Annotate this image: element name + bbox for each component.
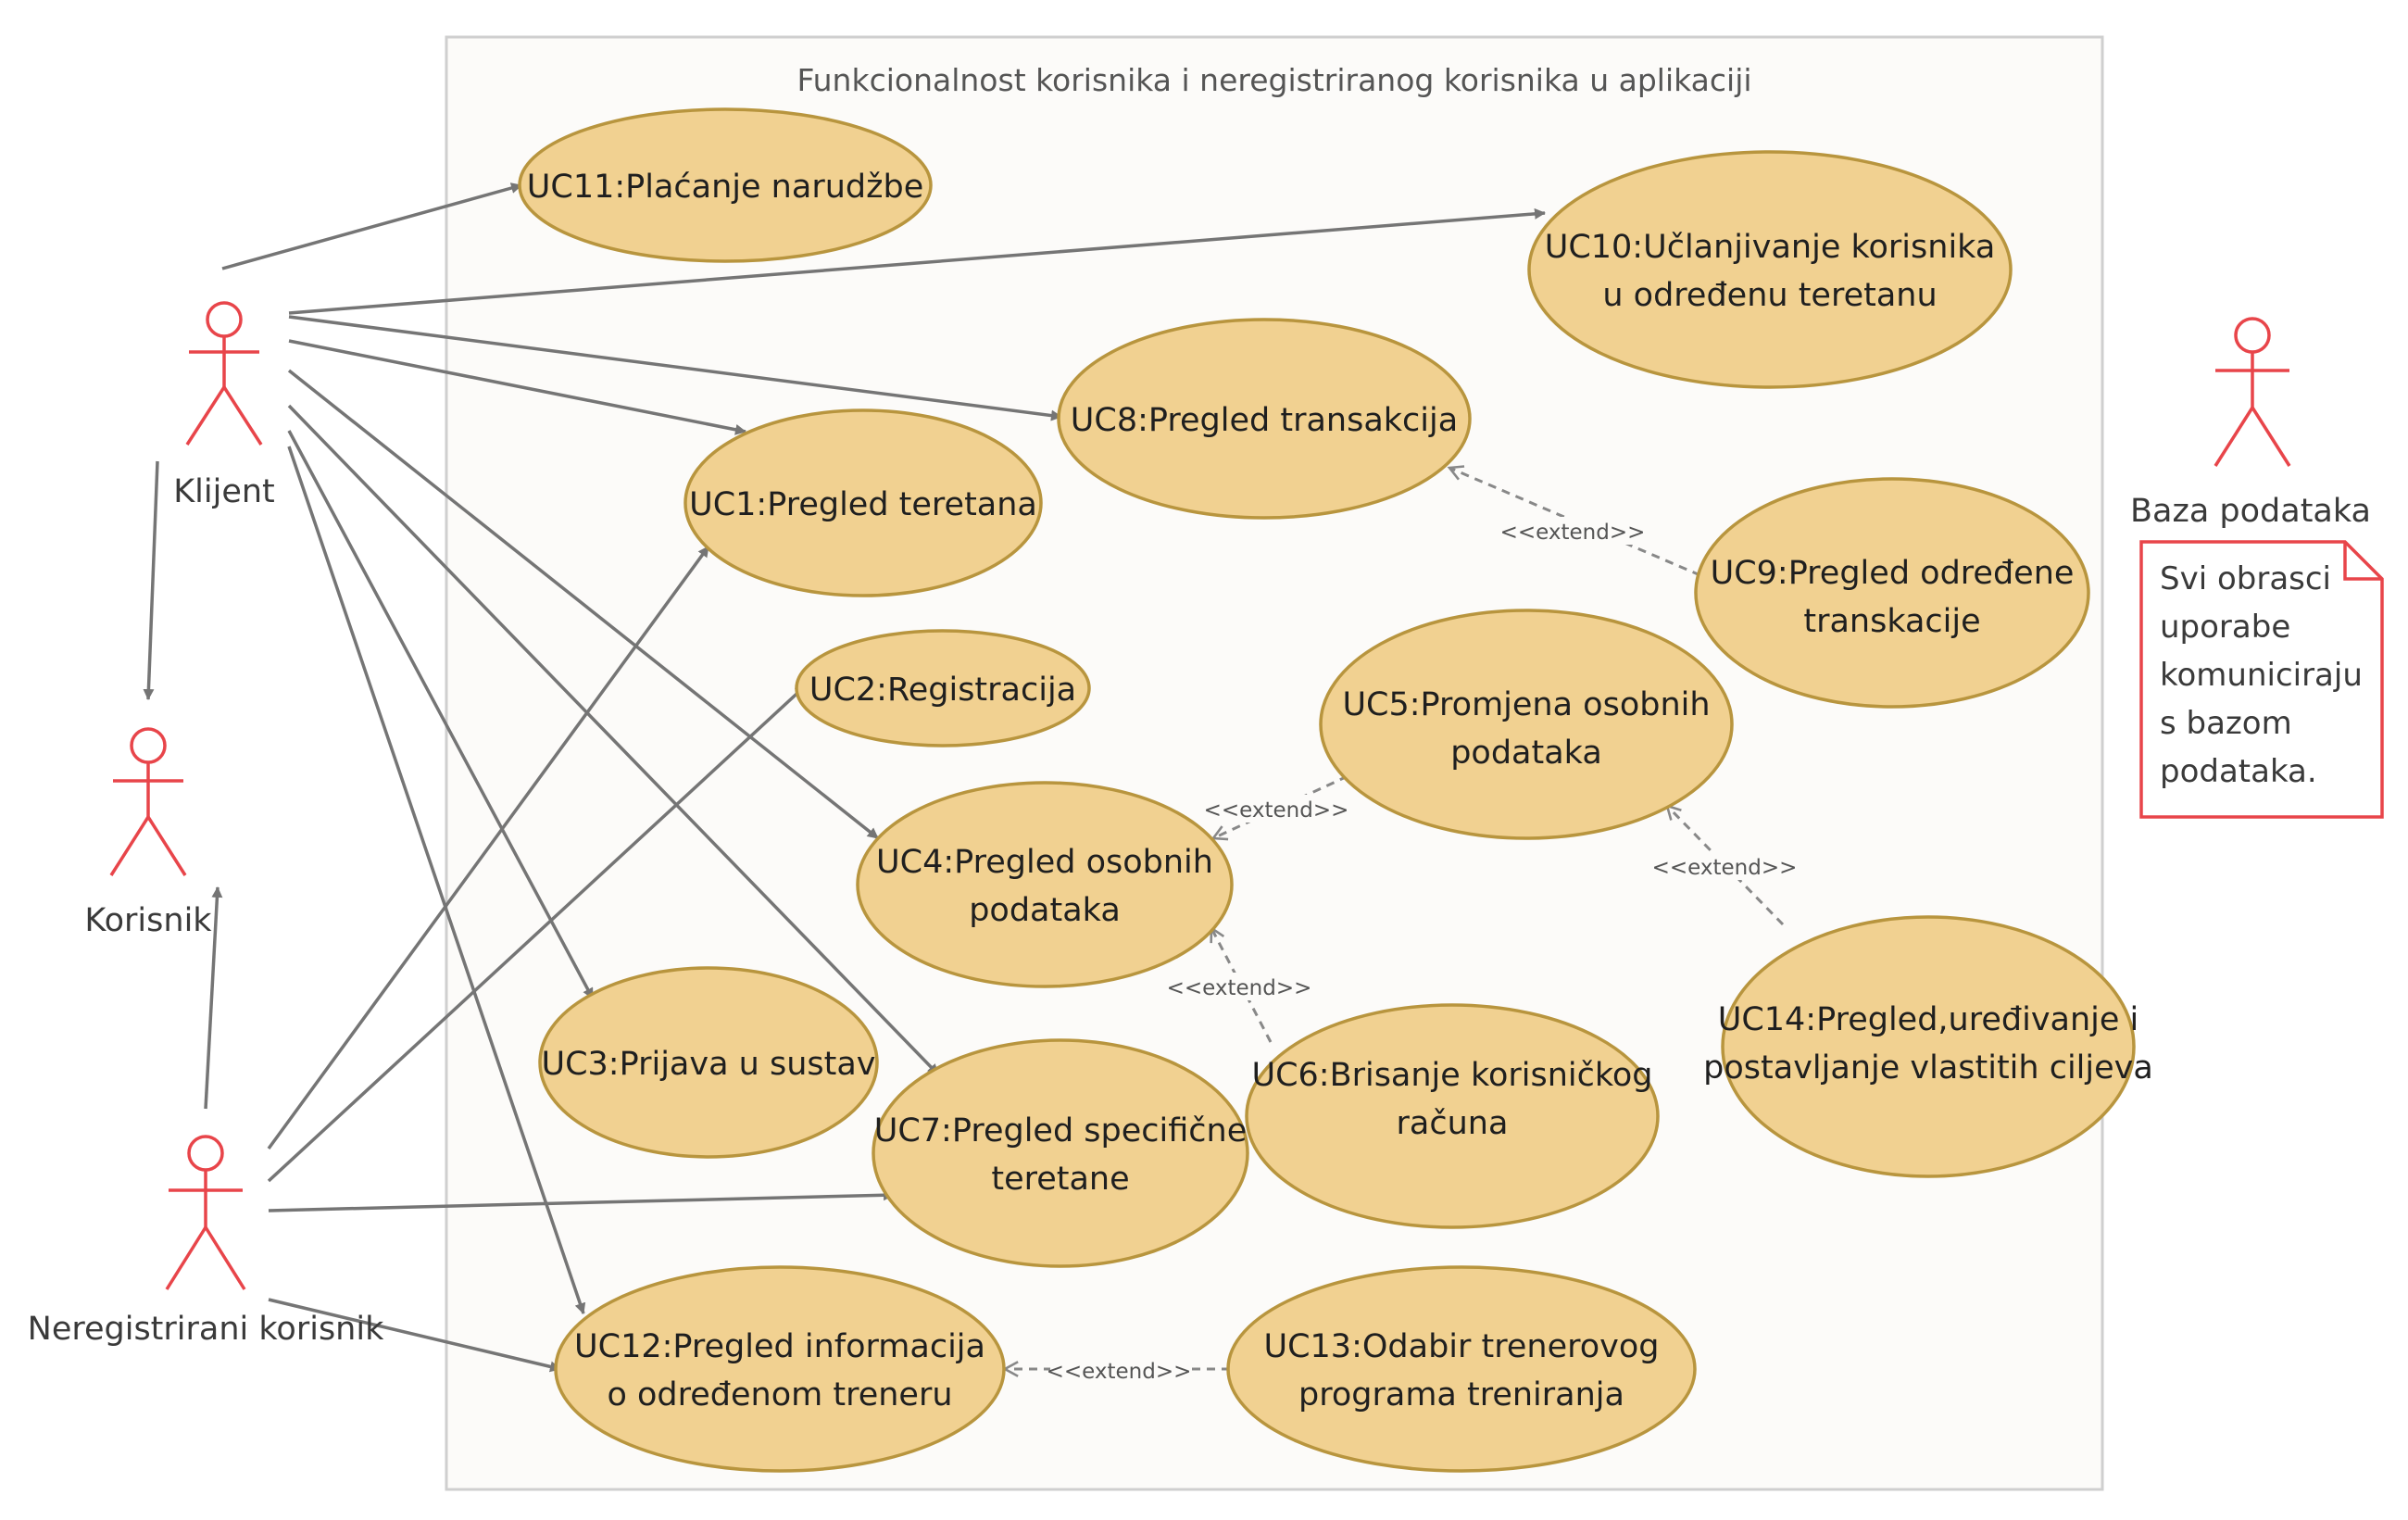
assoc-klijent-uc10: [288, 207, 1546, 315]
uc2-label: UC2:Registracija: [809, 672, 1076, 709]
uc6-ellipse[interactable]: [1245, 1003, 1660, 1229]
extend-labels: <<extend>> <<extend>> <<extend>> <<exten…: [1047, 517, 1798, 1384]
uc11-ellipse[interactable]: [518, 107, 933, 263]
assoc-neregistrirani-uc12: [268, 1298, 561, 1373]
assoc-klijent-uc11: [221, 182, 522, 270]
extend-uc14-uc5: [1667, 806, 1785, 926]
extend-uc5-uc4: [1213, 774, 1348, 838]
actor-korisnik-label: Korisnik: [84, 902, 212, 939]
actor-neregistrirani-label: Neregistrirani korisnik: [28, 1311, 384, 1348]
actor-klijent-label: Klijent: [173, 473, 275, 510]
extend-label-uc5: <<extend>>: [1204, 798, 1349, 823]
uc5-ellipse[interactable]: [1319, 609, 1734, 840]
extend-label-uc6: <<extend>>: [1167, 976, 1312, 1000]
uc7-ellipse[interactable]: [872, 1038, 1249, 1268]
assoc-klijent-uc12: [287, 446, 586, 1314]
uc1-label: UC1:Pregled teretana: [689, 486, 1037, 523]
note: Svi obrasci uporabe komuniciraju s bazom…: [2139, 540, 2384, 819]
uc12-ellipse[interactable]: [554, 1265, 1006, 1473]
generalization-klijent-korisnik: [143, 460, 159, 700]
associations: [143, 182, 1546, 1373]
assoc-neregistrirani-uc1: [267, 545, 710, 1150]
uc1-ellipse[interactable]: [684, 408, 1043, 597]
uc8-label: UC8:Pregled transakcija: [1071, 402, 1458, 439]
actor-baza-podataka-label: Baza podataka: [2130, 493, 2371, 530]
generalization-neregistrirani-korisnik: [204, 886, 223, 1110]
note-text: Svi obrasci uporabe komuniciraju s bazom…: [2160, 560, 2373, 790]
assoc-klijent-uc1: [288, 339, 746, 435]
uc10-ellipse[interactable]: [1527, 150, 2013, 389]
uc13-ellipse[interactable]: [1226, 1265, 1697, 1473]
uc9-ellipse[interactable]: [1694, 477, 2090, 709]
uc3-label: UC3:Prijava u sustav: [541, 1046, 875, 1083]
uc3-ellipse[interactable]: [538, 966, 879, 1159]
system-title: Funkcionalnost korisnika i neregistriran…: [796, 62, 1751, 98]
assoc-neregistrirani-uc2: [267, 684, 808, 1183]
uc4-ellipse[interactable]: [856, 781, 1234, 988]
actor-klijent[interactable]: [185, 301, 263, 446]
use-cases: [518, 107, 2136, 1473]
extend-label-uc14: <<extend>>: [1652, 856, 1798, 880]
assoc-klijent-uc4: [287, 369, 880, 840]
actor-korisnik[interactable]: [109, 727, 187, 876]
use-case-labels: UC11:Plaćanje narudžbe UC10:Učlanjivanje…: [527, 169, 2153, 1413]
uc11-label: UC11:Plaćanje narudžbe: [527, 169, 923, 206]
extend-label-uc9: <<extend>>: [1500, 521, 1646, 545]
assoc-neregistrirani-uc7: [268, 1189, 895, 1212]
assoc-klijent-uc8: [288, 315, 1062, 421]
actor-baza-podataka[interactable]: [2214, 317, 2291, 467]
uc2-ellipse[interactable]: [795, 629, 1091, 747]
uc8-ellipse[interactable]: [1057, 318, 1472, 520]
note-shape: [2139, 540, 2384, 819]
assoc-klijent-uc3: [287, 430, 595, 999]
actor-neregistrirani[interactable]: [165, 1135, 246, 1290]
uc14-ellipse[interactable]: [1721, 915, 2136, 1178]
extend-label-uc13: <<extend>>: [1047, 1360, 1192, 1384]
assoc-klijent-uc7: [287, 404, 940, 1076]
note-fold: [2343, 542, 2382, 581]
